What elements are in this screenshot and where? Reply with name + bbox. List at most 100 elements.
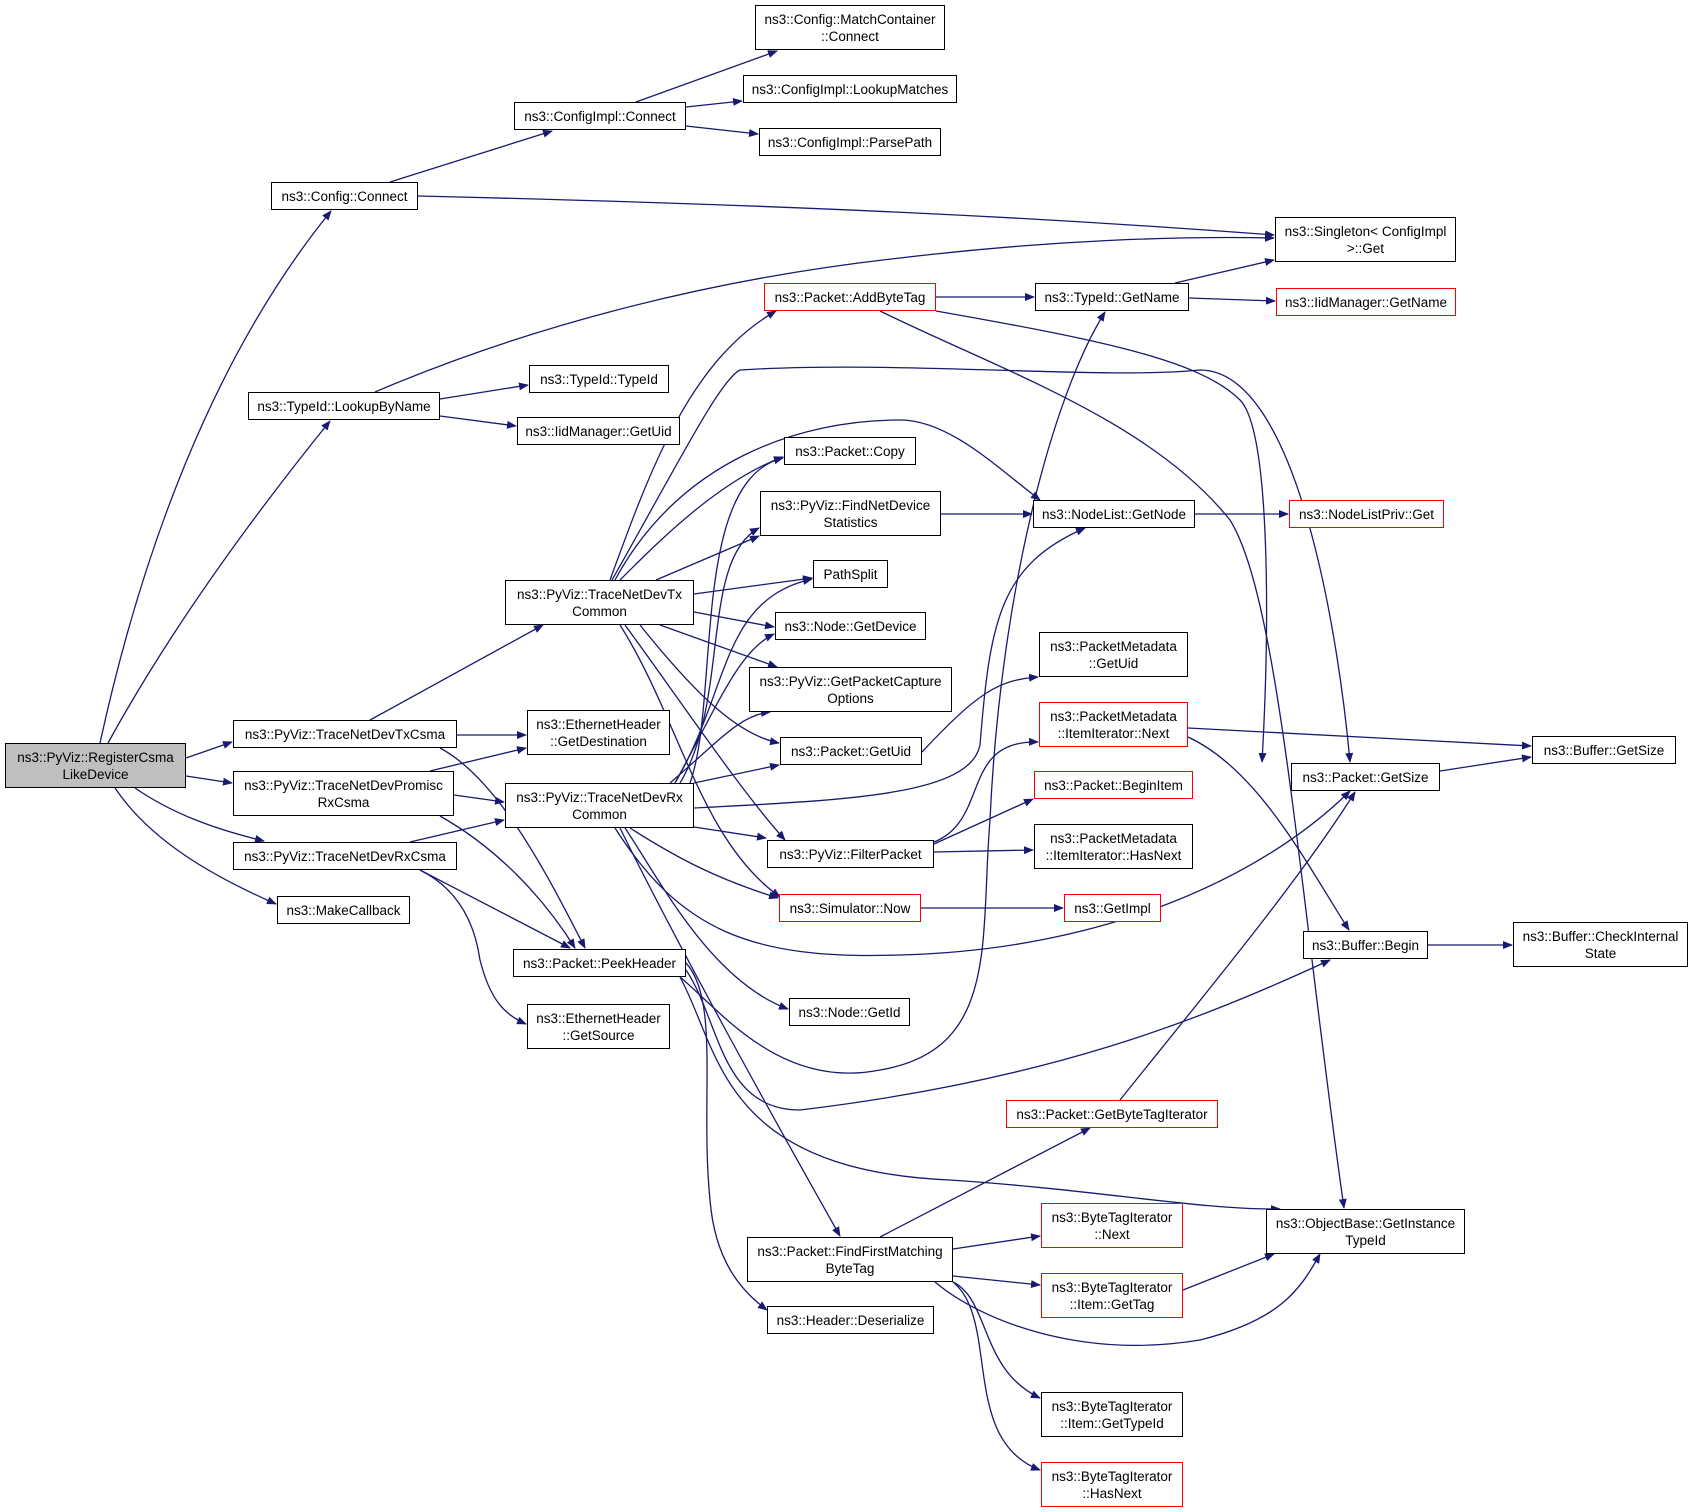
edge-filter-packet-to-pm-has-next — [933, 846, 1034, 855]
node-buffer-begin[interactable]: ns3::Buffer::Begin — [1303, 931, 1428, 959]
node-ethernet-header-get-source[interactable]: ns3::EthernetHeader ::GetSource — [527, 1004, 670, 1049]
node-byte-tag-iterator-item-get-tag[interactable]: ns3::ByteTagIterator ::Item::GetTag — [1041, 1273, 1183, 1318]
node-register-csma-like-device[interactable]: ns3::PyViz::RegisterCsma LikeDevice — [5, 743, 186, 788]
node-ethernet-header-get-destination[interactable]: ns3::EthernetHeader ::GetDestination — [527, 710, 670, 755]
edge-promisc-to-rx-common — [453, 794, 505, 805]
edge-root-to-make-callback — [114, 787, 277, 905]
edge-rx-common-to-packet-get-size — [614, 790, 1351, 957]
node-make-callback[interactable]: ns3::MakeCallback — [277, 896, 410, 924]
edge-find-first-to-bti-has-next — [952, 1281, 1041, 1471]
edge-root-to-rx-csma — [134, 787, 265, 843]
edge-rx-csma-to-eth-src — [419, 869, 527, 1025]
edge-rx-common-to-packet-copy — [689, 456, 784, 784]
node-byte-tag-iterator-next[interactable]: ns3::ByteTagIterator ::Next — [1041, 1203, 1183, 1248]
node-pyviz-filter-packet[interactable]: ns3::PyViz::FilterPacket — [767, 840, 934, 868]
edge-rx-csma-to-rx-common — [409, 818, 505, 843]
edge-rx-common-to-filter-packet — [693, 826, 767, 841]
edge-rx-common-to-nodelist-get-node — [693, 527, 1086, 809]
edge-get-byte-tag-iter-to-packet-get-size — [1119, 791, 1356, 1101]
node-trace-net-dev-promisc-rx-csma[interactable]: ns3::PyViz::TraceNetDevPromisc RxCsma — [233, 771, 454, 816]
node-packet-peek-header[interactable]: ns3::Packet::PeekHeader — [513, 949, 686, 977]
node-typeid-typeid[interactable]: ns3::TypeId::TypeId — [529, 365, 669, 393]
edge-pm-iter-next-to-buffer-begin — [1187, 736, 1350, 931]
node-packet-get-byte-tag-iterator[interactable]: ns3::Packet::GetByteTagIterator — [1006, 1100, 1218, 1128]
node-buffer-get-size[interactable]: ns3::Buffer::GetSize — [1532, 736, 1676, 764]
node-buffer-check-internal-state[interactable]: ns3::Buffer::CheckInternal State — [1513, 922, 1688, 967]
edge-rx-common-to-node-get-id — [624, 827, 789, 1010]
node-get-packet-capture-options[interactable]: ns3::PyViz::GetPacketCapture Options — [749, 667, 952, 712]
edge-promisc-to-peek-header — [439, 815, 576, 949]
node-simulator-now[interactable]: ns3::Simulator::Now — [779, 894, 921, 922]
node-path-split[interactable]: PathSplit — [813, 560, 888, 588]
node-byte-tag-iterator-has-next[interactable]: ns3::ByteTagIterator ::HasNext — [1041, 1462, 1183, 1507]
edge-packet-get-uid-to-pm-get-uid — [921, 673, 1039, 753]
node-header-deserialize[interactable]: ns3::Header::Deserialize — [767, 1306, 934, 1334]
edge-tx-common-to-packet-copy — [619, 456, 784, 581]
node-packet-get-size[interactable]: ns3::Packet::GetSize — [1291, 763, 1440, 791]
edge-root-to-promisc — [185, 775, 233, 786]
node-typeid-get-name[interactable]: ns3::TypeId::GetName — [1035, 283, 1189, 311]
edge-pm-iter-next-to-buffer-get-size — [1187, 727, 1532, 750]
node-packet-get-uid[interactable]: ns3::Packet::GetUid — [780, 737, 922, 765]
node-config-connect[interactable]: ns3::Config::Connect — [271, 182, 418, 210]
edge-root-to-lookup-by-name — [107, 420, 331, 744]
edge-bti-get-tag-to-objbase-instance — [1182, 1253, 1275, 1291]
edge-peek-header-to-buffer-begin — [685, 959, 1331, 1111]
node-packet-copy[interactable]: ns3::Packet::Copy — [784, 437, 916, 465]
node-typeid-lookup-by-name[interactable]: ns3::TypeId::LookupByName — [248, 392, 440, 420]
edge-tx-common-to-packet-get-uid — [639, 624, 780, 746]
edge-config-connect-to-singleton-get — [417, 195, 1275, 239]
node-get-impl[interactable]: ns3::GetImpl — [1064, 894, 1161, 922]
node-objectbase-get-instance-typeid[interactable]: ns3::ObjectBase::GetInstance TypeId — [1266, 1209, 1465, 1254]
node-find-first-matching-byte-tag[interactable]: ns3::Packet::FindFirstMatching ByteTag — [747, 1237, 953, 1282]
node-find-net-device-statistics[interactable]: ns3::PyViz::FindNetDevice Statistics — [760, 491, 941, 536]
node-trace-net-dev-tx-csma[interactable]: ns3::PyViz::TraceNetDevTxCsma — [233, 720, 457, 748]
node-packetmetadata-item-iterator-has-next[interactable]: ns3::PacketMetadata ::ItemIterator::HasN… — [1034, 824, 1193, 869]
edge-find-first-to-bti-next — [952, 1233, 1041, 1250]
node-byte-tag-iterator-item-get-typeid[interactable]: ns3::ByteTagIterator ::Item::GetTypeId — [1041, 1392, 1183, 1437]
node-singleton-configimpl-get[interactable]: ns3::Singleton< ConfigImpl >::Get — [1275, 217, 1456, 262]
edge-rx-common-to-packet-get-uid — [693, 762, 780, 784]
node-iidmanager-get-name[interactable]: ns3::IidManager::GetName — [1276, 288, 1456, 316]
edge-typeid-get-name-to-iidmanager-get-name — [1188, 296, 1276, 305]
edge-configimpl-connect-to-lookup-matches — [685, 97, 743, 108]
node-node-get-device[interactable]: ns3::Node::GetDevice — [775, 612, 926, 640]
node-packetmetadata-item-iterator-next[interactable]: ns3::PacketMetadata ::ItemIterator::Next — [1039, 702, 1188, 747]
edge-rx-common-to-sim-now — [629, 827, 779, 900]
node-packet-begin-item[interactable]: ns3::Packet::BeginItem — [1034, 771, 1193, 799]
node-configimpl-parse-path[interactable]: ns3::ConfigImpl::ParsePath — [759, 128, 941, 156]
edge-lookup-to-typeid-typeid — [439, 382, 529, 400]
node-configimpl-connect[interactable]: ns3::ConfigImpl::Connect — [514, 102, 686, 130]
edge-filter-packet-to-begin-item — [933, 798, 1034, 845]
edge-tx-csma-to-tx-common — [369, 624, 544, 721]
node-nodelist-get-node[interactable]: ns3::NodeList::GetNode — [1033, 500, 1195, 528]
edge-filter-packet-to-pm-iter-next — [933, 737, 1039, 843]
node-configimpl-lookup-matches[interactable]: ns3::ConfigImpl::LookupMatches — [743, 75, 957, 103]
node-packet-add-byte-tag[interactable]: ns3::Packet::AddByteTag — [764, 283, 936, 311]
edge-tx-common-to-filter-packet — [624, 624, 786, 841]
node-matchcontainer-connect[interactable]: ns3::Config::MatchContainer ::Connect — [755, 5, 945, 50]
node-nodelistpriv-get[interactable]: ns3::NodeListPriv::Get — [1289, 500, 1444, 528]
edge-find-first-to-get-byte-tag-iter — [879, 1127, 1091, 1238]
edge-rx-common-to-find-first — [619, 827, 841, 1237]
edge-rx-csma-to-peek-header — [419, 869, 571, 949]
node-trace-net-dev-rx-common[interactable]: ns3::PyViz::TraceNetDevRx Common — [505, 783, 694, 828]
edge-lookup-to-singleton-get — [374, 233, 1275, 393]
edge-packet-get-size-to-buffer-get-size — [1439, 754, 1532, 772]
edge-root-to-config-connect — [99, 210, 332, 744]
edge-tx-common-to-packet-get-size — [611, 366, 1354, 763]
edge-find-first-to-objbase-instance — [934, 1253, 1321, 1346]
node-node-get-id[interactable]: ns3::Node::GetId — [789, 998, 910, 1026]
edge-configimpl-connect-to-match-container — [635, 50, 778, 103]
edge-peek-header-to-objbase-instance — [679, 976, 1281, 1214]
edge-rx-common-to-find-net-dev — [679, 527, 760, 784]
edge-peek-header-to-typeid-get-name — [679, 311, 1106, 1074]
node-trace-net-dev-tx-common[interactable]: ns3::PyViz::TraceNetDevTx Common — [505, 580, 694, 625]
node-iidmanager-get-uid[interactable]: ns3::IidManager::GetUid — [517, 417, 680, 445]
node-trace-net-dev-rx-csma[interactable]: ns3::PyViz::TraceNetDevRxCsma — [233, 842, 457, 870]
edge-find-first-to-bti-get-typeid — [952, 1281, 1041, 1399]
node-packetmetadata-get-uid[interactable]: ns3::PacketMetadata ::GetUid — [1039, 632, 1188, 677]
edge-configimpl-connect-to-parse-path — [685, 125, 759, 137]
